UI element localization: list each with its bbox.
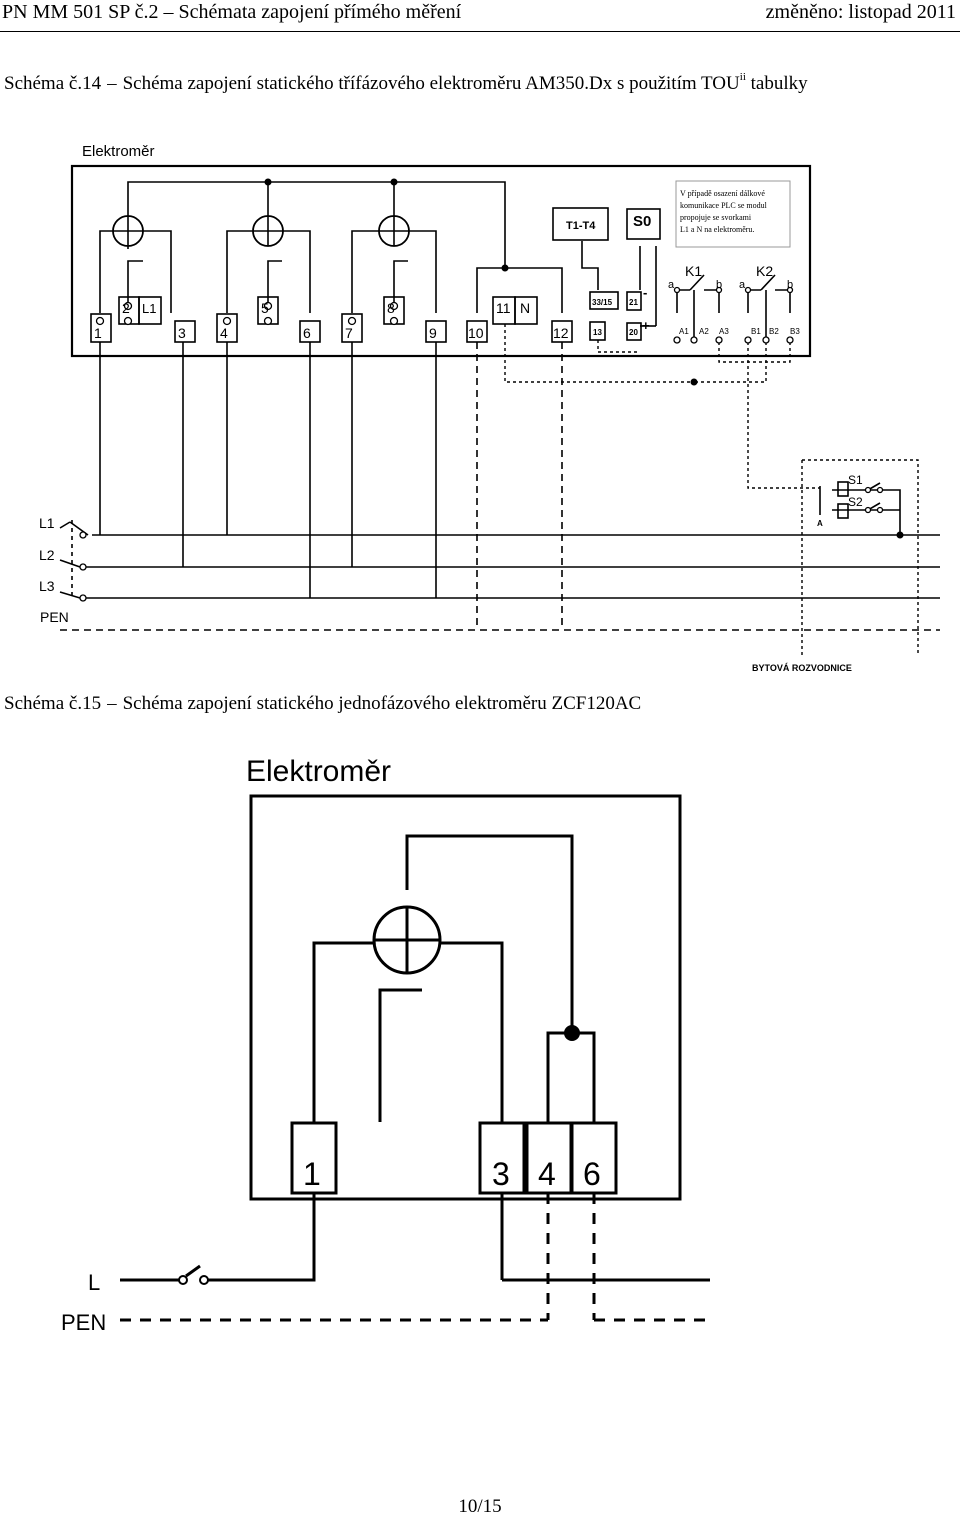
line-label-pen: PEN — [40, 609, 69, 625]
relay-terminal: A3 — [719, 327, 729, 336]
schema-14-superscript: ii — [739, 71, 746, 83]
page-header: PN MM 501 SP č.2 – Schémata zapojení pří… — [0, 0, 960, 34]
schema-15-number: Schéma č.15 — [4, 693, 102, 714]
header-rule — [0, 31, 960, 32]
terminal-label: 7 — [345, 325, 353, 341]
meter-title-3ph: Elektroměr — [82, 143, 155, 160]
terminal-label: 6 — [303, 325, 311, 341]
switch-a-label: A — [817, 519, 823, 528]
schema-14-wiring-diagram: Elektroměr 1 2 L1 3 4 5 6 7 8 9 10 11 N … — [39, 143, 940, 673]
schema-14-text: Schéma zapojení statického třífázového e… — [122, 73, 740, 94]
switch-label-s1: S1 — [848, 473, 863, 487]
line-label-pen: PEN — [61, 1310, 106, 1335]
terminal-label: 9 — [429, 325, 437, 341]
relay-terminal: B1 — [751, 327, 761, 336]
schema-15-caption: Schéma č.15–Schéma zapojení statického j… — [4, 693, 642, 714]
header-revision-date: změněno: listopad 2011 — [765, 1, 956, 23]
meter-housing-3ph — [70, 164, 812, 358]
aux-terminal: 33/15 — [592, 298, 613, 307]
switch-label-s2: S2 — [848, 495, 863, 509]
meter-title-1ph: Elektroměr — [246, 755, 391, 788]
relay-label-k1: K1 — [685, 263, 702, 279]
line-label-l1: L1 — [39, 515, 55, 531]
terminal-label: 4 — [538, 1156, 556, 1192]
terminal-label: 11 — [496, 300, 511, 316]
page-number: 10/15 — [458, 1496, 502, 1517]
relay-label-k2: K2 — [756, 263, 773, 279]
line-label-l: L — [88, 1270, 100, 1295]
terminal-label: L1 — [142, 301, 156, 316]
contact-letter: b — [787, 279, 793, 291]
schema-14-caption: Schéma č.14–Schéma zapojení statického t… — [4, 71, 808, 95]
note-line: L1 a N na elektroměru. — [680, 225, 754, 234]
note-line: V případě osazení dálkové — [680, 189, 765, 198]
meter-housing-1ph — [249, 794, 682, 1201]
schema-14-text-tail: tabulky — [750, 73, 808, 94]
aux-terminal: 21 — [629, 298, 638, 307]
line-label-l3: L3 — [39, 578, 55, 594]
terminal-label: 1 — [303, 1156, 321, 1192]
schema-15-wiring-diagram: Elektroměr 1 3 4 6 L PEN — [61, 755, 710, 1335]
relay-terminal: A2 — [699, 327, 709, 336]
relay-terminal: A1 — [679, 327, 689, 336]
polarity-plus: + — [642, 318, 650, 333]
tariff-box-label: T1-T4 — [566, 220, 596, 232]
relay-terminal: B3 — [790, 327, 800, 336]
terminal-label: N — [520, 300, 530, 316]
terminal-label: 12 — [553, 325, 569, 341]
contact-letter: a — [668, 279, 675, 291]
schema-14-number: Schéma č.14 — [4, 73, 102, 94]
note-line: propojuje se svorkami — [680, 213, 752, 222]
relay-terminal: B2 — [769, 327, 779, 336]
contact-letter: a — [739, 279, 746, 291]
terminal-label: 8 — [387, 300, 395, 316]
terminal-label: 4 — [220, 325, 228, 341]
terminal-label: 3 — [492, 1156, 510, 1192]
polarity-minus: - — [643, 285, 647, 300]
terminal-label: 2 — [122, 300, 130, 316]
terminal-label: 10 — [468, 325, 484, 341]
s0-box-label: S0 — [633, 213, 651, 230]
header-document-title: PN MM 501 SP č.2 – Schémata zapojení pří… — [2, 1, 462, 23]
aux-terminal: 20 — [629, 328, 638, 337]
distribution-box-label: BYTOVÁ ROZVODNICE — [752, 663, 852, 673]
terminal-label: 1 — [94, 325, 102, 341]
terminal-label: 5 — [261, 300, 269, 316]
terminal-label: 6 — [583, 1156, 601, 1192]
terminal-label: 3 — [178, 325, 186, 341]
contact-letter: b — [716, 279, 722, 291]
aux-terminal: 13 — [593, 328, 602, 337]
schema-15-text: Schéma zapojení statického jednofázového… — [122, 693, 642, 714]
note-line: komunikace PLC se modul — [680, 201, 768, 210]
line-label-l2: L2 — [39, 547, 55, 563]
